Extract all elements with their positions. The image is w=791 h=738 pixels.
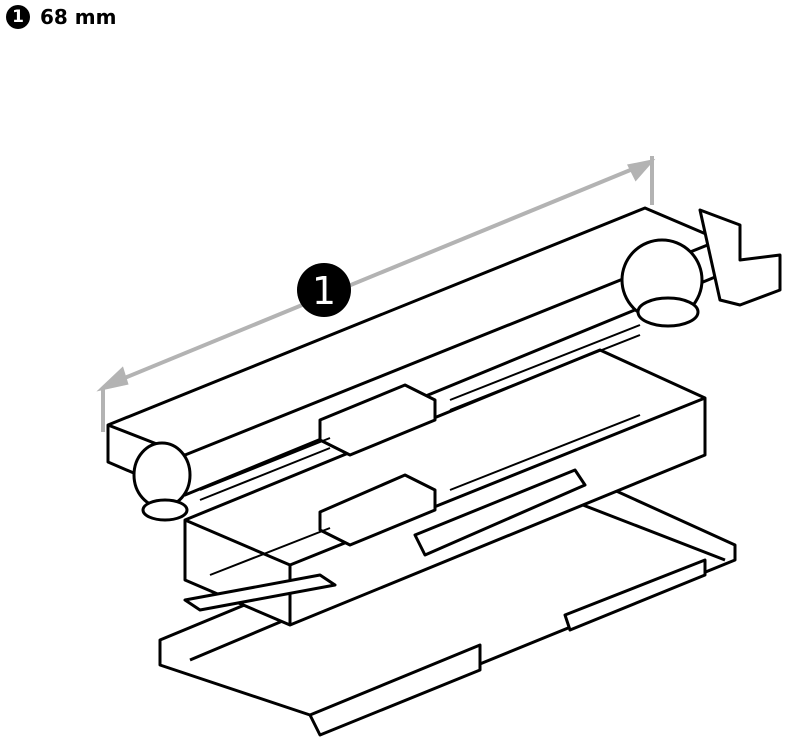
legend-dimension: 68 mm [40,5,117,29]
dimension-line [96,156,656,432]
dimension-legend: 1 68 mm [6,5,116,29]
connector-body [106,206,782,737]
legend-marker: 1 [6,5,30,29]
callout-marker: 1 [297,263,351,317]
svg-text:1: 1 [312,269,336,313]
